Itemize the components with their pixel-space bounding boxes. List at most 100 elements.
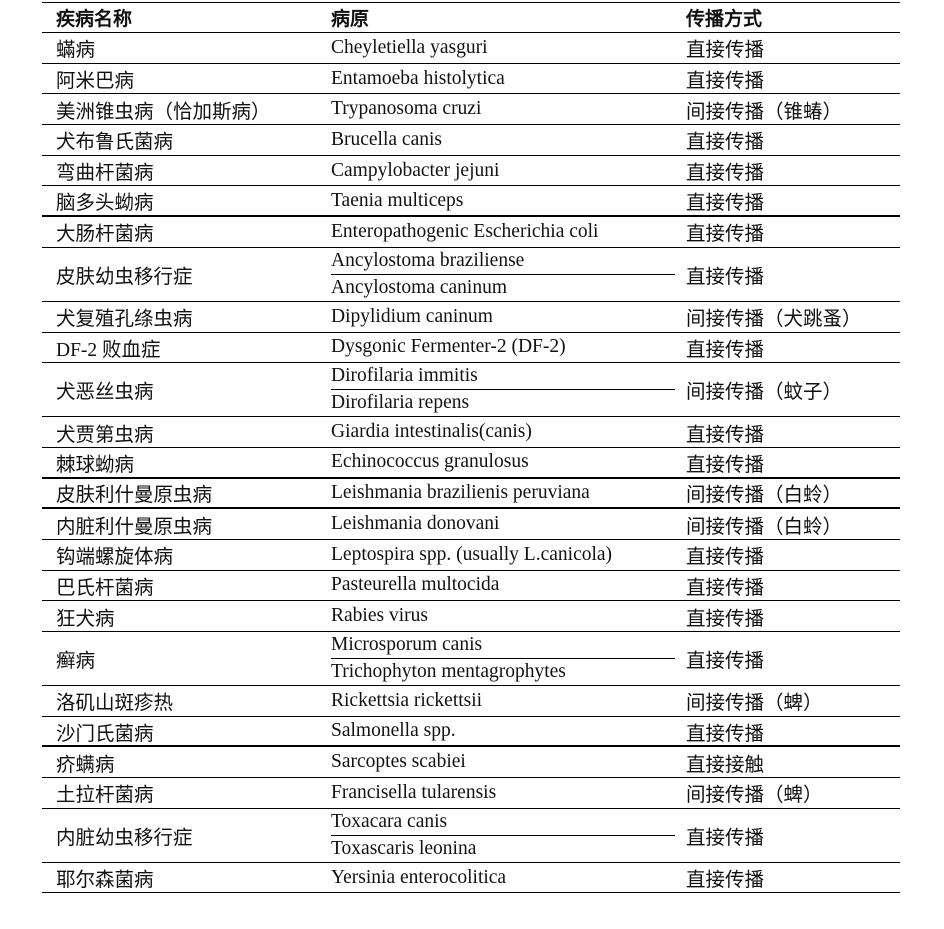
transmission-mode: 直接传播 (686, 547, 765, 569)
pathogen-name: Sarcoptes scabiei (331, 751, 466, 773)
pathogen-name: Brucella canis (331, 128, 442, 150)
pathogen-cell: Campylobacter jejuni (320, 156, 675, 186)
transmission-mode: 直接传播 (686, 40, 765, 62)
transmission-mode: 直接传播 (686, 193, 765, 215)
transmission-mode: 直接传播 (686, 71, 765, 93)
table-row: 大肠杆菌病 Enteropathogenic Escherichia coli 直接… (42, 217, 900, 248)
transmission-mode: 直接传播 (686, 651, 765, 672)
disease-name: 阿米巴病 (56, 71, 135, 93)
disease-name: 犬恶丝虫病 (56, 382, 154, 404)
pathogen-name: Leptospira spp. (usually L.canicola) (331, 543, 613, 565)
table-row: 美洲锥虫病（恰加斯病） Trypanosoma cruzi 间接传播（锥蝽） (42, 94, 900, 126)
pathogen-name: Leishmania donovani (331, 513, 500, 535)
transmission-mode: 直接传播 (686, 723, 765, 745)
disease-name: 内脏幼虫移行症 (56, 827, 193, 849)
pathogen-cell: Echinococcus granulosus (320, 448, 675, 477)
table-header: 疾病名称 病原 传播方式 (42, 3, 900, 33)
pathogen-name: Yersinia enterocolitica (331, 866, 507, 888)
disease-name: 犬贾第虫病 (56, 424, 154, 446)
disease-name: 弯曲杆菌病 (56, 163, 154, 185)
disease-name: 大肠杆菌病 (56, 224, 154, 246)
pathogen-name: Dipylidium caninum (331, 305, 493, 327)
pathogen-cell: Giardia intestinalis(canis) (320, 417, 675, 447)
pathogen-cell: Trypanosoma cruzi (320, 94, 675, 124)
transmission-mode: 间接传播（犬跳蚤） (686, 309, 862, 331)
pathogen-name: Enteropathogenic Escherichia coli (331, 220, 599, 242)
pathogen-name: Campylobacter jejuni (331, 159, 500, 181)
pathogen-cell: Leishmania donovani (320, 509, 675, 539)
transmission-mode: 直接传播 (686, 339, 765, 361)
transmission-mode: 直接传播 (686, 827, 765, 849)
pathogen-name: Ancylostoma caninum (331, 273, 675, 301)
pathogen-name: Toxascaris leonina (331, 834, 675, 862)
pathogen-name: Dirofilaria immitis (331, 365, 478, 387)
disease-name: 内脏利什曼原虫病 (56, 516, 213, 538)
pathogen-name: Entamoeba histolytica (331, 67, 505, 89)
pathogen-name: Cheyletiella yasguri (331, 36, 488, 58)
pathogen-cell: Leptospira spp. (usually L.canicola) (320, 540, 675, 570)
transmission-mode: 间接传播（蜱） (686, 693, 823, 715)
transmission-mode: 直接传播 (686, 266, 765, 288)
table-row: 蟎病 Cheyletiella yasguri 直接传播 (42, 33, 900, 64)
transmission-mode: 直接传播 (686, 163, 765, 185)
pathogen-cell: Entamoeba histolytica (320, 64, 675, 94)
pathogen-cell: Enteropathogenic Escherichia coli (320, 217, 675, 247)
table-row: 阿米巴病 Entamoeba histolytica 直接传播 (42, 64, 900, 95)
transmission-mode: 间接传播（白蛉） (686, 516, 843, 538)
pathogen-cell: Pasteurella multocida (320, 571, 675, 601)
pathogen-name: Pasteurella multocida (331, 574, 500, 596)
disease-name: 棘球蚴病 (56, 454, 135, 476)
pathogen-name: Toxacara canis (331, 810, 448, 832)
header-transmission: 传播方式 (686, 9, 763, 30)
pathogen-cell: Salmonella spp. (320, 717, 675, 746)
transmission-mode: 直接传播 (686, 870, 765, 892)
table-row: 犬贾第虫病 Giardia intestinalis(canis) 直接传播 (42, 417, 900, 448)
transmission-mode: 直接传播 (686, 424, 765, 446)
pathogen-name: Trypanosoma cruzi (331, 98, 482, 120)
disease-name: 脑多头蚴病 (56, 193, 154, 215)
disease-name: 巴氏杆菌病 (56, 577, 154, 599)
transmission-mode: 间接传播（蚊子） (686, 382, 843, 404)
pathogen-name: Ancylostoma braziliense (331, 249, 525, 271)
disease-name: 沙门氏菌病 (56, 723, 154, 745)
pathogen-cell: Yersinia enterocolitica (320, 863, 675, 893)
table-row: 沙门氏菌病 Salmonella spp. 直接传播 (42, 717, 900, 748)
pathogen-cell: Dipylidium caninum (320, 302, 675, 332)
table-row: 巴氏杆菌病 Pasteurella multocida 直接传播 (42, 571, 900, 602)
pathogen-name: Francisella tularensis (331, 781, 497, 803)
disease-name: 蟎病 (56, 40, 96, 62)
pathogen-name: Rabies virus (331, 605, 428, 627)
disease-name: 洛矶山斑疹热 (56, 693, 174, 715)
header-disease: 疾病名称 (56, 9, 133, 30)
transmission-mode: 直接传播 (686, 132, 765, 154)
disease-name: DF-2 败血症 (56, 339, 161, 361)
table-row: 洛矶山斑疹热 Rickettsia rickettsii 间接传播（蜱） (42, 686, 900, 717)
transmission-mode: 间接传播（锥蝽） (686, 101, 843, 123)
pathogen-cell: Cheyletiella yasguri (320, 33, 675, 63)
pathogen-cell: Rickettsia rickettsii (320, 686, 675, 716)
transmission-mode: 直接传播 (686, 577, 765, 599)
pathogen-name: Trichophyton mentagrophytes (331, 658, 675, 685)
pathogen-name: Rickettsia rickettsii (331, 689, 483, 711)
disease-name: 疥螨病 (56, 754, 115, 776)
transmission-mode: 间接传播（蜱） (686, 785, 823, 807)
pathogen-cell: Dysgonic Fermenter-2 (DF-2) (320, 333, 675, 363)
disease-name: 美洲锥虫病（恰加斯病） (56, 101, 271, 123)
pathogen-name: Echinococcus granulosus (331, 451, 529, 473)
transmission-mode: 直接传播 (686, 224, 765, 246)
